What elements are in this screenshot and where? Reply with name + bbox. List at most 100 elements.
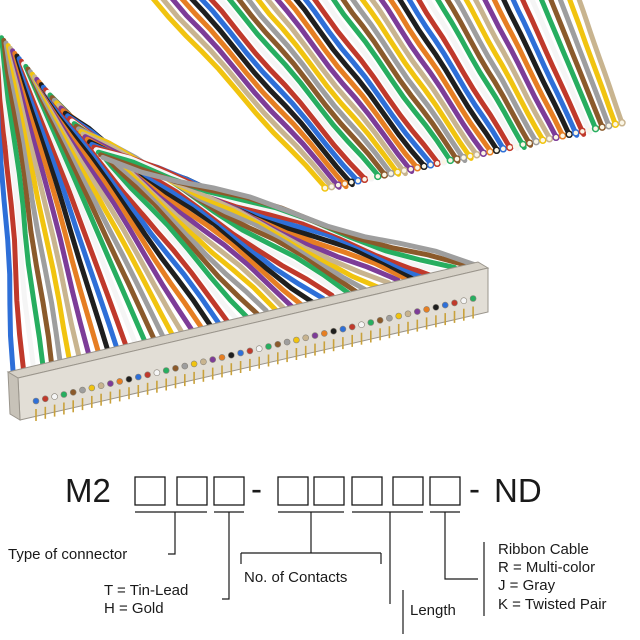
- wire-end: [380, 171, 389, 179]
- wire-end: [393, 168, 402, 176]
- wire: [435, 0, 527, 150]
- wire: [5, 43, 72, 360]
- wire: [217, 0, 373, 178]
- contact-hole: [358, 321, 365, 329]
- wire-end: [611, 120, 620, 128]
- contact-hole: [153, 369, 161, 377]
- contact-hole: [135, 373, 142, 381]
- front-ribbon-cable: [0, 32, 477, 376]
- wire-end: [420, 162, 428, 171]
- wire-end: [525, 139, 534, 147]
- wire-end: [578, 127, 587, 136]
- wire-end: [440, 158, 448, 166]
- wire-end: [598, 123, 606, 131]
- wire-end: [605, 121, 613, 130]
- contact-hole: [32, 397, 40, 405]
- wire: [387, 0, 492, 152]
- wire: [302, 0, 432, 165]
- contact-hole: [460, 297, 468, 305]
- wire-end: [552, 133, 560, 142]
- wire-end: [572, 129, 580, 137]
- contact-hole: [293, 336, 300, 344]
- wire: [454, 0, 539, 145]
- contact-hole: [209, 356, 216, 363]
- wire: [567, 0, 617, 124]
- contact-hole: [200, 358, 207, 366]
- wire: [321, 0, 446, 163]
- wire-end: [354, 177, 362, 185]
- contact-hole: [302, 334, 310, 342]
- wire: [482, 0, 558, 137]
- wire: [576, 0, 624, 124]
- contact-hole: [413, 308, 421, 315]
- contact-hole: [162, 367, 170, 374]
- wire: [510, 0, 580, 138]
- wire: [236, 0, 387, 176]
- wire: [538, 0, 599, 132]
- wire: [226, 0, 380, 177]
- wire: [378, 0, 486, 155]
- code-box-plating: [213, 476, 245, 506]
- label-plating-tin: T = Tin-Lead: [104, 582, 188, 599]
- contact-hole: [451, 299, 458, 307]
- contact-hole: [79, 386, 86, 394]
- contact-hole: [88, 384, 96, 392]
- code-box-length-1: [351, 476, 383, 506]
- contact-hole: [274, 340, 282, 348]
- wire: [255, 0, 401, 177]
- wire: [14, 53, 112, 358]
- wire: [245, 0, 394, 177]
- wire-end: [558, 132, 567, 140]
- wire: [7, 45, 82, 359]
- wire: [10, 48, 93, 361]
- wire: [12, 50, 103, 361]
- contact-hole: [255, 345, 263, 353]
- wire-end: [512, 142, 521, 150]
- wire: [520, 0, 587, 137]
- wire: [359, 0, 474, 161]
- wire: [416, 0, 513, 151]
- back-ribbon-cable: [150, 0, 626, 192]
- wire-end: [374, 172, 382, 181]
- contact-hole: [218, 354, 226, 361]
- wire: [425, 0, 520, 151]
- wire: [160, 0, 335, 190]
- contact-hole: [97, 382, 105, 390]
- wire-end: [433, 159, 441, 168]
- code-box-connector-type: [134, 476, 166, 506]
- label-length: Length: [410, 602, 456, 619]
- wire: [179, 0, 349, 190]
- wire-end: [585, 126, 593, 134]
- wire-end: [492, 146, 501, 155]
- contact-hole: [423, 306, 430, 313]
- wire: [491, 0, 565, 137]
- wire: [369, 0, 480, 158]
- label-no-of-contacts: No. of Contacts: [244, 569, 347, 586]
- contact-hole: [441, 301, 449, 309]
- contact-hole: [469, 295, 477, 302]
- wire-end: [453, 155, 461, 163]
- wire-end: [407, 165, 415, 173]
- label-ribbon-cable: Ribbon Cable: [498, 541, 589, 558]
- wire: [463, 0, 545, 142]
- wire-end: [466, 152, 474, 160]
- wire: [93, 147, 449, 276]
- wire-end: [426, 161, 435, 169]
- part-dash-1: -: [251, 470, 262, 507]
- wire-end: [539, 136, 547, 144]
- contact-hole: [60, 391, 68, 398]
- wire: [198, 0, 361, 184]
- wire-end: [413, 163, 422, 172]
- wire: [274, 0, 415, 174]
- leader-connector-type: [168, 512, 176, 555]
- wire: [406, 0, 506, 150]
- part-dash-2: -: [469, 470, 480, 507]
- contact-hole: [125, 375, 133, 383]
- wire: [3, 40, 63, 363]
- wire: [397, 0, 498, 150]
- wire-end: [506, 143, 514, 152]
- contact-hole: [311, 332, 319, 339]
- wire-end: [341, 179, 349, 188]
- wire: [444, 0, 533, 148]
- contact-hole: [107, 380, 114, 387]
